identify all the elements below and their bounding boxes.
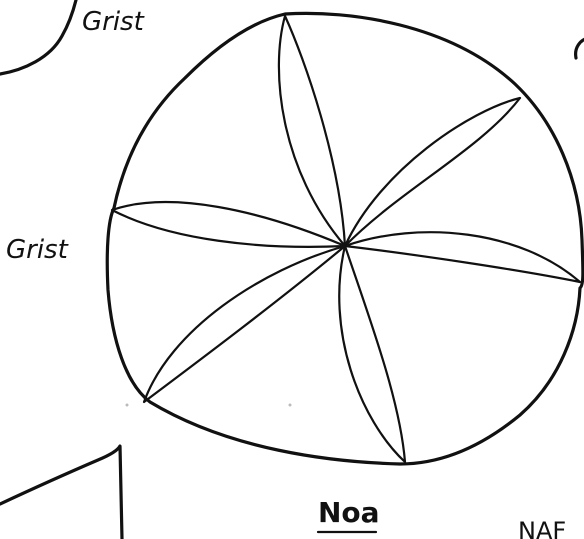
petal-group bbox=[112, 16, 580, 462]
petal-left bbox=[112, 202, 345, 247]
bottom-left-shape bbox=[0, 446, 122, 539]
side-label: Grist bbox=[6, 235, 69, 265]
petal-top bbox=[279, 16, 345, 246]
top-left-arc bbox=[0, 0, 76, 74]
signature: Noa bbox=[318, 496, 380, 529]
petal-upper-right bbox=[345, 98, 520, 246]
petal-right bbox=[345, 232, 580, 282]
corner-text-fragment: NAF bbox=[518, 517, 566, 539]
petal-lower-right bbox=[339, 246, 405, 462]
top-right-arc bbox=[576, 38, 584, 58]
smudge bbox=[289, 404, 292, 407]
top-label: Grist bbox=[82, 7, 145, 37]
smudge bbox=[126, 404, 129, 407]
petal-lower-left bbox=[144, 246, 345, 402]
